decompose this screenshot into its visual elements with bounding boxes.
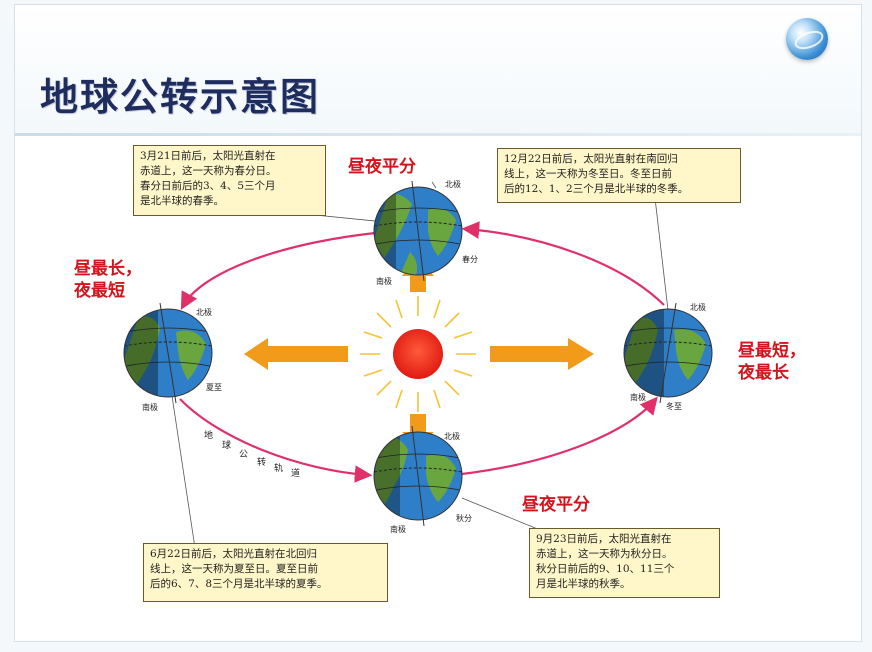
south-pole-label-top: 南极 <box>376 277 392 286</box>
orbit-label-char: 道 <box>291 469 301 479</box>
south-pole-label-bottom: 南极 <box>390 525 406 534</box>
earth-spring-equinox <box>373 180 463 282</box>
north-pole-label-top: 北极 <box>445 180 461 189</box>
winter-solstice-label: 冬至 <box>666 402 682 411</box>
label-shortest-day: 昼最短， 夜最长 <box>738 341 806 383</box>
label-longest-day: 昼最长， 夜最短 <box>74 259 142 301</box>
header-divider <box>15 133 861 136</box>
south-pole-label-left: 南极 <box>142 403 158 412</box>
earth-winter-solstice <box>623 302 713 404</box>
orbit-label-char: 地 <box>204 431 214 441</box>
note-spring-equinox: 3月21日前后，太阳光直射在 赤道上，这一天称为春分日。 春分日前后的3、4、5… <box>133 145 326 216</box>
note-winter-solstice: 12月22日前后，太阳光直射在南回归 线上，这一天称为冬至日。冬至日前 后的12… <box>497 148 741 203</box>
globe-logo-icon <box>786 18 828 60</box>
earth-summer-solstice <box>123 302 213 404</box>
label-day-night-equal-bottom: 昼夜平分 <box>522 495 590 515</box>
note-summer-solstice: 6月22日前后，太阳光直射在北回归 线上，这一天称为夏至日。夏至日前 后的6、7… <box>143 543 388 602</box>
spring-equinox-label: 春分 <box>462 255 478 264</box>
orbit-label-char: 球 <box>222 441 232 451</box>
sun <box>360 296 476 412</box>
south-pole-label-right: 南极 <box>630 393 646 402</box>
orbit-path <box>179 221 665 483</box>
header-band <box>15 5 861 133</box>
autumn-equinox-label: 秋分 <box>456 514 472 523</box>
north-pole-label-right: 北极 <box>690 303 706 312</box>
orbit-label-char: 公 <box>239 450 249 460</box>
page-title: 地球公转示意图 <box>40 75 321 119</box>
earth-autumn-equinox <box>373 425 463 527</box>
orbit-label-char: 转 <box>257 458 267 468</box>
note-autumn-equinox: 9月23日前后，太阳光直射在 赤道上，这一天称为秋分日。 秋分日前后的9、10、… <box>529 528 720 598</box>
summer-solstice-label: 夏至 <box>206 383 222 392</box>
north-pole-label-bottom: 北极 <box>444 432 460 441</box>
orbit-label-char: 轨 <box>274 464 284 474</box>
north-pole-label-left: 北极 <box>196 308 212 317</box>
label-day-night-equal-top: 昼夜平分 <box>348 157 416 177</box>
